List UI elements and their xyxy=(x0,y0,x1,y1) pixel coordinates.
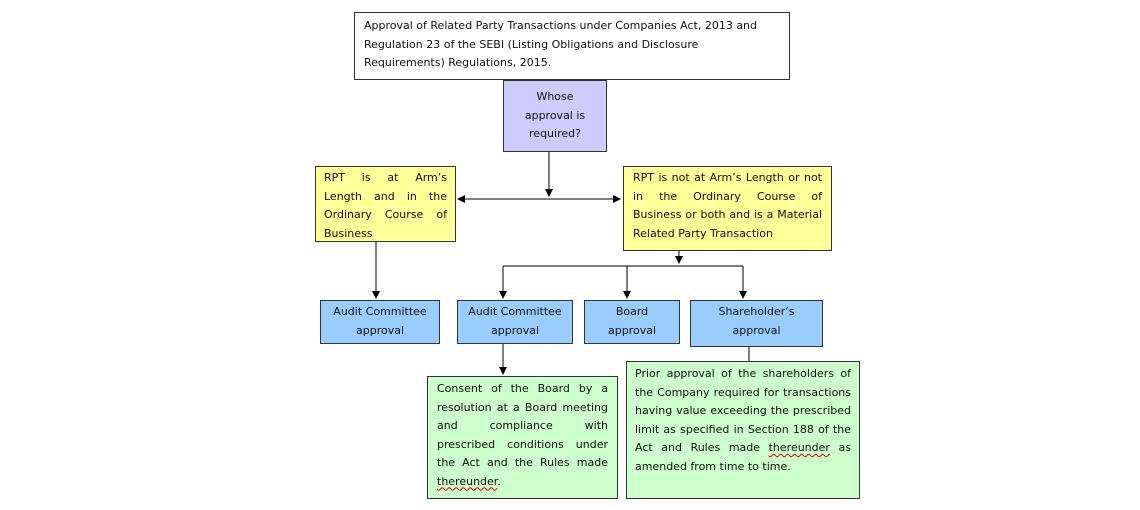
audit-committee-left-text: Audit Committee approval xyxy=(333,305,427,337)
question-box: Whose approval is required? xyxy=(503,80,607,152)
consent-thereunder-text: thereunder xyxy=(437,474,498,488)
audit-committee-right-text: Audit Committee approval xyxy=(468,305,562,337)
not-arms-length-text: RPT is not at Arm’s Length or not in the… xyxy=(633,171,822,240)
not-arms-length-box: RPT is not at Arm’s Length or not in the… xyxy=(623,166,832,251)
arms-length-box: RPT is at Arm’s Length and in the Ordina… xyxy=(315,166,456,242)
consent-text-end: . xyxy=(497,474,501,488)
board-approval-text: Board approval xyxy=(607,305,657,337)
shareholder-approval-box: Shareholder’s approval xyxy=(690,300,823,347)
question-text: Whose approval is required? xyxy=(524,90,586,140)
audit-committee-left-box: Audit Committee approval xyxy=(320,300,440,344)
arms-length-text: RPT is at Arm’s Length and in the Ordina… xyxy=(324,171,447,240)
audit-committee-right-box: Audit Committee approval xyxy=(457,300,573,344)
title-text: Approval of Related Party Transactions u… xyxy=(364,19,758,69)
consent-text: Consent of the Board by a resolution at … xyxy=(437,382,608,469)
board-approval-box: Board approval xyxy=(584,300,680,344)
consent-box: Consent of the Board by a resolution at … xyxy=(427,376,618,499)
shareholder-approval-text: Shareholder’s approval xyxy=(718,305,795,337)
title-box: Approval of Related Party Transactions u… xyxy=(354,12,790,80)
prior-approval-text: Prior approval of the shareholders of th… xyxy=(635,367,851,454)
prior-approval-thereunder-text: thereunder xyxy=(768,441,830,454)
prior-approval-text-end: as amended from time to time. xyxy=(635,441,851,473)
prior-approval-box: Prior approval of the shareholders of th… xyxy=(626,361,860,499)
